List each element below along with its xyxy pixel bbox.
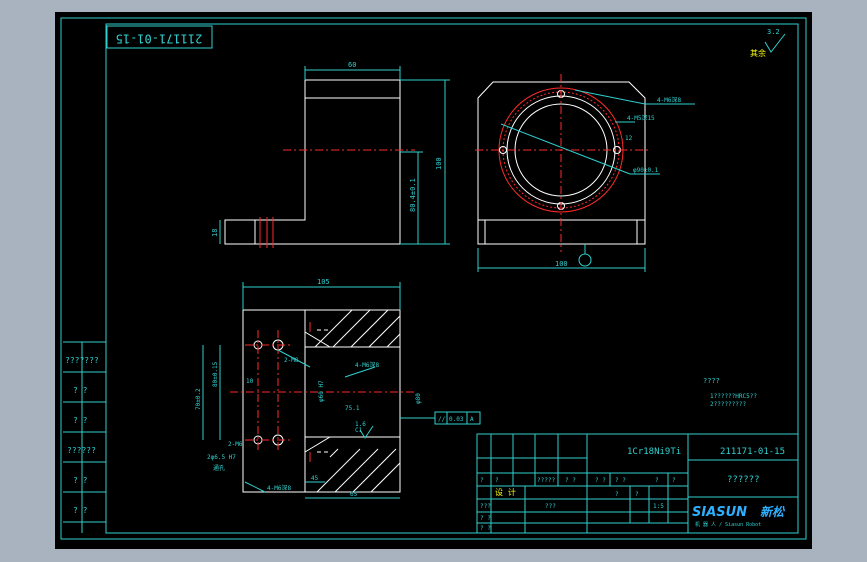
front-view: 4-M6深8 4-M5深15 12 φ90±0.1 100 [475, 74, 695, 272]
svg-text:???: ??? [545, 503, 556, 510]
left-side-panel: ??????? ? ? ? ? ?????? ? ? ? ? [63, 341, 106, 533]
svg-text:65: 65 [350, 491, 358, 498]
svg-text:0.03: 0.03 [449, 416, 464, 423]
svg-text:75.1: 75.1 [345, 405, 360, 412]
side-label-3: ? ? [73, 416, 88, 425]
drawing-canvas: 211171-01-15 ??????? ? ? ? ? ?????? ? ? … [60, 17, 807, 540]
svg-text://: // [438, 416, 446, 423]
svg-text:70±0.2: 70±0.2 [195, 388, 202, 410]
svg-text:1:5: 1:5 [653, 503, 664, 510]
svg-text:其余: 其余 [750, 48, 766, 58]
svg-text:1.6: 1.6 [355, 421, 366, 428]
svg-text:?: ? [480, 477, 484, 484]
svg-text:设 计: 设 计 [495, 487, 516, 497]
svg-text:?: ? [495, 477, 499, 484]
drawing-number-rotated: 211171-01-15 [116, 32, 203, 46]
side-label-6: ? ? [73, 506, 88, 515]
svg-text:?: ? [635, 491, 639, 498]
svg-text:100: 100 [435, 157, 443, 170]
svg-text:45: 45 [311, 475, 319, 482]
svg-text:A: A [470, 416, 474, 423]
svg-text:105: 105 [317, 278, 330, 286]
svg-text:4-M6深8: 4-M6深8 [657, 96, 681, 104]
svg-text:4-M6深8: 4-M6深8 [355, 361, 379, 369]
svg-text:18: 18 [211, 229, 219, 237]
svg-text:???: ??? [480, 503, 491, 510]
company-cn: 新松 [760, 505, 786, 519]
svg-text:2φ6.5 H7: 2φ6.5 H7 [207, 454, 236, 461]
svg-text:?: ? [615, 491, 619, 498]
svg-text:?: ? [655, 477, 659, 484]
svg-text:?????: ????? [537, 477, 555, 484]
svg-text:1??????HRC5??: 1??????HRC5?? [710, 393, 757, 400]
svg-text:? ?: ? ? [565, 477, 576, 484]
svg-text:φ60 H7: φ60 H7 [318, 380, 325, 402]
svg-text:? ?: ? ? [595, 477, 606, 484]
side-view: 60 100 80.4±0.1 18 [211, 61, 450, 248]
svg-text:φ90±0.1: φ90±0.1 [633, 167, 659, 174]
svg-text:通孔: 通孔 [213, 464, 225, 472]
company-logo: SIASUN [692, 505, 747, 520]
svg-text:2-M6: 2-M6 [228, 441, 243, 448]
svg-text:12: 12 [625, 135, 633, 142]
svg-text:????: ???? [703, 377, 720, 385]
svg-text:φ80: φ80 [415, 393, 422, 404]
svg-text:? ?: ? ? [615, 477, 626, 484]
cad-drawing-viewport[interactable]: 211171-01-15 ??????? ? ? ? ? ?????? ? ? … [55, 12, 812, 549]
outer-frame [60, 17, 807, 540]
side-label-4: ?????? [67, 446, 96, 455]
section-view: 105 70±0.2 80±0.15 2-M8 2-M6 2φ6.5 H7 通孔… [195, 278, 481, 499]
svg-text:4-M5深15: 4-M5深15 [627, 114, 655, 122]
roughness-symbol: 3.2 其余 [750, 28, 786, 58]
technical-requirements: ???? 1??????HRC5?? 2????????? [703, 377, 757, 408]
svg-text:2?????????: 2????????? [710, 401, 747, 408]
svg-text:? ?: ? ? [480, 515, 491, 522]
title-block: ? ? ????? ? ? ? ? ? ? ? ? 设 计 ??? ? ? ? … [476, 433, 799, 534]
material-label: 1Cr18Ni9Ti [627, 447, 681, 457]
svg-text:100: 100 [555, 260, 568, 268]
svg-text:?: ? [672, 477, 676, 484]
svg-text:10: 10 [246, 378, 254, 385]
side-label-1: ??????? [65, 356, 99, 365]
drawing-number-box [106, 25, 213, 49]
hatch-bottom [316, 448, 401, 493]
svg-text:? ?: ? ? [480, 525, 491, 532]
part-name: ?????? [727, 475, 760, 485]
svg-text:C1: C1 [355, 427, 363, 434]
svg-text:4-M6深8: 4-M6深8 [267, 484, 291, 492]
svg-text:3.2: 3.2 [767, 28, 780, 36]
svg-text:80±0.15: 80±0.15 [212, 361, 219, 387]
inner-frame [105, 23, 799, 534]
side-label-5: ? ? [73, 476, 88, 485]
hatch-top [314, 309, 401, 348]
company-sub: 机 器 人 / Siasun Robot [695, 521, 761, 528]
svg-text:60: 60 [348, 61, 356, 69]
title-number: 211171-01-15 [720, 447, 785, 457]
svg-text:80.4±0.1: 80.4±0.1 [409, 178, 417, 212]
side-label-2: ? ? [73, 386, 88, 395]
svg-text:2-M8: 2-M8 [284, 357, 299, 364]
